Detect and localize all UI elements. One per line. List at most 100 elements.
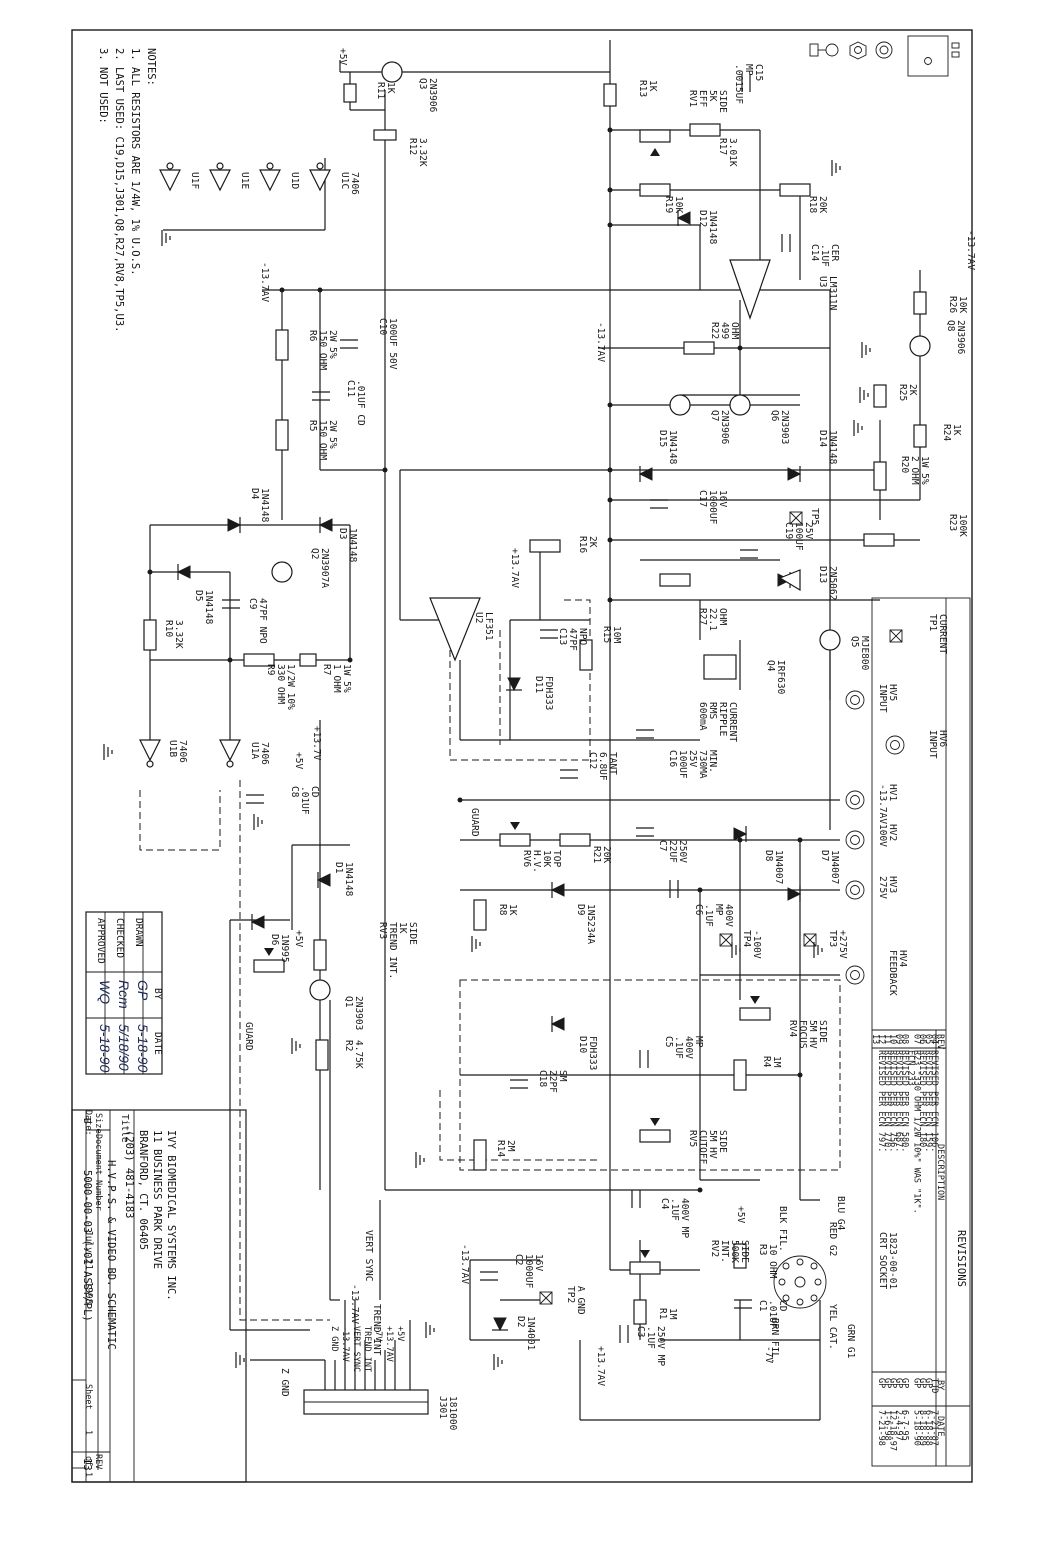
c11-label: C11.01UF CD xyxy=(345,380,366,426)
label-text: CURRENT xyxy=(937,614,948,654)
label-text: D9 xyxy=(575,904,586,916)
label-text: 5M HV xyxy=(807,1020,818,1049)
neg137-label: -13.7AV xyxy=(595,322,606,362)
label-text: SIDE xyxy=(407,922,418,945)
label-text: BRN FIL. xyxy=(769,1318,780,1364)
revision-rev: 05 xyxy=(923,1034,933,1044)
revision-rev: 04 xyxy=(929,1034,939,1044)
revision-desc: REVISED PER ECN 106. xyxy=(929,1050,939,1152)
label-text: 22.1 xyxy=(707,608,718,631)
sheet-value: 1 xyxy=(83,1430,93,1435)
label-text: D10 xyxy=(577,1036,588,1053)
label-text: 400V MP xyxy=(679,1198,690,1238)
company-name: IVY BIOMEDICAL SYSTEMS INC. xyxy=(165,1130,177,1301)
revision-desc: REVISED PER ECN 180. xyxy=(917,1050,927,1152)
label-text: -100V xyxy=(751,930,762,959)
label-text: LF351 xyxy=(483,612,494,641)
label-text: TANT xyxy=(607,752,618,775)
label-text: 10M xyxy=(611,626,622,643)
label-text: +5V xyxy=(735,1206,746,1223)
revision-desc: ECN 233 xyxy=(905,1050,915,1086)
u1d-label: U1D xyxy=(289,172,300,189)
label-text: 7406 xyxy=(177,740,188,763)
pos137-label: +13.7AV xyxy=(595,1346,606,1386)
label-text: U3 xyxy=(817,276,828,287)
label-text: .1UF xyxy=(645,1326,656,1349)
of-label: of xyxy=(83,1456,93,1466)
label-text: R4 xyxy=(761,1056,772,1068)
label-text: .1UF xyxy=(673,1036,684,1059)
sheet-border xyxy=(71,29,973,1483)
label-text: 5M HV xyxy=(707,1130,718,1159)
label-text: CD xyxy=(309,786,320,798)
label-text: HV6 xyxy=(937,730,948,747)
label-text: TOP xyxy=(551,850,562,867)
label-text: 500K xyxy=(729,1240,740,1263)
label-text: MP xyxy=(713,904,724,916)
tp5-label: TP5 xyxy=(809,508,820,525)
label-text: -7V xyxy=(763,1346,774,1363)
label-text: U1D xyxy=(289,172,300,189)
label-text: 1N4007 xyxy=(773,850,784,884)
j301-pin-label: VERT SYNC xyxy=(351,1326,361,1372)
label-text: TREND INT xyxy=(371,1304,382,1356)
label-text: R22 xyxy=(709,322,720,339)
company-address: 11 BUSINESS PARK DRIVE xyxy=(151,1130,163,1269)
pos137-label: +13.7AV xyxy=(509,548,520,588)
rev-header: DATE xyxy=(935,1416,945,1436)
label-text: 100UF xyxy=(793,522,804,551)
label-text: 250V MP xyxy=(655,1326,666,1366)
revision-date: 2-4-97 xyxy=(894,1410,904,1441)
sign-by: GP xyxy=(135,980,151,1001)
neg137-label: -13.7AV xyxy=(259,262,270,302)
label-text: 7406 xyxy=(259,742,270,765)
label-text: C9 xyxy=(247,598,258,610)
label-text: 1K xyxy=(951,424,962,436)
grn-g1-label: GRN G1 xyxy=(845,1324,856,1359)
label-text: YEL CAT. xyxy=(827,1304,838,1350)
label-text: 600mA xyxy=(697,702,708,731)
label-text: D13 xyxy=(817,566,828,583)
u1e-label: U1E xyxy=(239,172,250,189)
revision-by: GP xyxy=(917,1378,927,1388)
label-text: 6.8UF xyxy=(597,752,608,781)
blk-fil-label: BLK FIL. xyxy=(777,1206,788,1252)
sign-date: 5-18-90 xyxy=(97,1024,113,1072)
label-text: GUARD xyxy=(469,808,480,837)
label-text: U1F xyxy=(189,172,200,189)
revision-rev: 11 xyxy=(882,1034,892,1044)
label-text: U1A xyxy=(249,742,260,759)
pin-name: TREND INT xyxy=(362,1326,372,1372)
label-text: 730MA xyxy=(697,750,708,779)
company-address: BRANFORD, CT. 06405 xyxy=(137,1130,149,1250)
sign-date: 5/18/90 xyxy=(116,1024,132,1071)
label-text: 2N3906 xyxy=(719,410,730,445)
label-text: R11 xyxy=(375,82,386,99)
label-text: INPUT xyxy=(927,730,938,759)
label-text: BLU G4 xyxy=(835,1196,846,1231)
